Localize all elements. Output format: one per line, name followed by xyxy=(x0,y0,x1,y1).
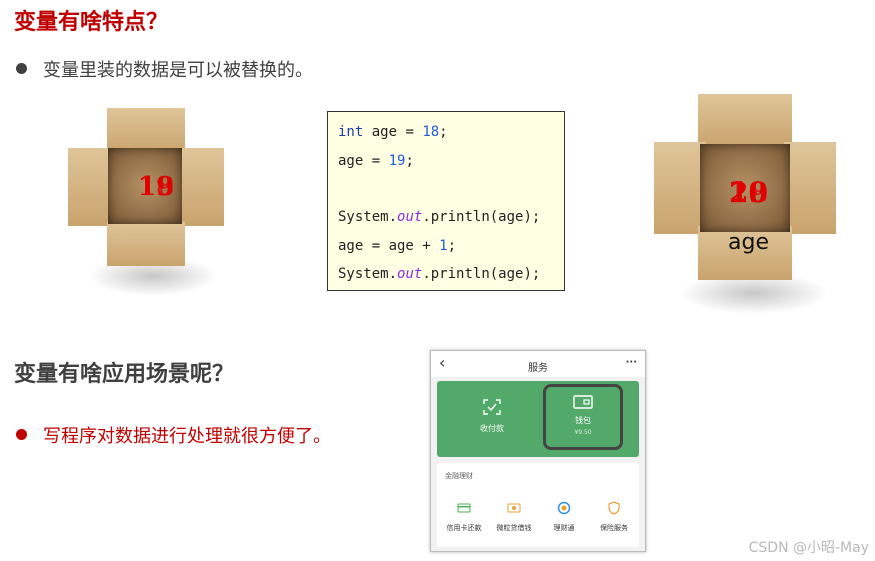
phone-header: ‹ 服务 ··· xyxy=(431,351,645,377)
service-insurance[interactable]: 保险服务 xyxy=(589,501,639,533)
code-line-5: System.out.println(age); xyxy=(338,266,541,282)
left-box-image: 18 19 xyxy=(68,106,224,296)
finance-card: 金融理财 信用卡还款 微粒贷借钱 理财通 保险服务 xyxy=(437,463,639,547)
collect-payment-button[interactable]: 收付款 xyxy=(457,393,527,443)
watermark: CSDN @小昭-May xyxy=(748,540,869,556)
bullet-dot xyxy=(16,63,27,74)
wallet-label: 钱包 xyxy=(575,416,591,425)
phone-title: 服务 xyxy=(528,363,548,374)
collect-payment-label: 收付款 xyxy=(480,424,504,433)
service-weilidai[interactable]: 微粒贷借钱 xyxy=(489,501,539,533)
box-value-19: 19 xyxy=(729,176,768,209)
service-licaitong[interactable]: 理财通 xyxy=(539,501,589,533)
box-value-20: 20 xyxy=(729,176,768,209)
scan-icon xyxy=(483,399,501,415)
box-value-old: 18 xyxy=(138,172,175,202)
wechat-services-screenshot: ‹ 服务 ··· 收付款 钱包 ¥9.50 金融理财 信用卡还款 xyxy=(430,350,646,552)
variable-name-label: age xyxy=(728,230,769,255)
more-icon[interactable]: ··· xyxy=(625,357,637,368)
box-value-18: 18 xyxy=(729,176,768,209)
service-credit-card[interactable]: 信用卡还款 xyxy=(439,501,489,533)
bullet-variable-replaceable: 变量里装的数据是可以被替换的。 xyxy=(16,56,313,82)
code-line-3: System.out.println(age); xyxy=(338,209,541,225)
right-box-image: 18 19 20 age xyxy=(654,94,836,314)
section-title-features: 变量有啥特点？ xyxy=(14,9,169,35)
insurance-icon xyxy=(608,501,620,515)
box-value-new: 19 xyxy=(138,172,175,202)
payment-panel: 收付款 钱包 ¥9.50 xyxy=(437,381,639,457)
code-line-4: age = age + 1; xyxy=(338,238,457,254)
credit-card-icon xyxy=(457,503,471,513)
wallet-icon xyxy=(573,395,593,409)
wallet-button[interactable]: 钱包 ¥9.50 xyxy=(543,384,623,450)
code-block: int age = 18; age = 19; System.out.print… xyxy=(327,111,565,291)
wallet-balance: ¥9.50 xyxy=(574,429,592,436)
section-title-use-cases: 变量有啥应用场景呢？ xyxy=(14,361,235,387)
back-icon[interactable]: ‹ xyxy=(439,353,446,372)
code-line-1: int age = 18; xyxy=(338,124,448,140)
finance-section-title: 金融理财 xyxy=(445,472,473,480)
bullet-convenient-processing: 写程序对数据进行处理就很方便了。 xyxy=(16,422,331,448)
code-line-2: age = 19; xyxy=(338,153,414,169)
bullet-dot xyxy=(16,429,27,440)
loan-icon xyxy=(507,503,521,513)
licaitong-icon xyxy=(557,501,571,515)
